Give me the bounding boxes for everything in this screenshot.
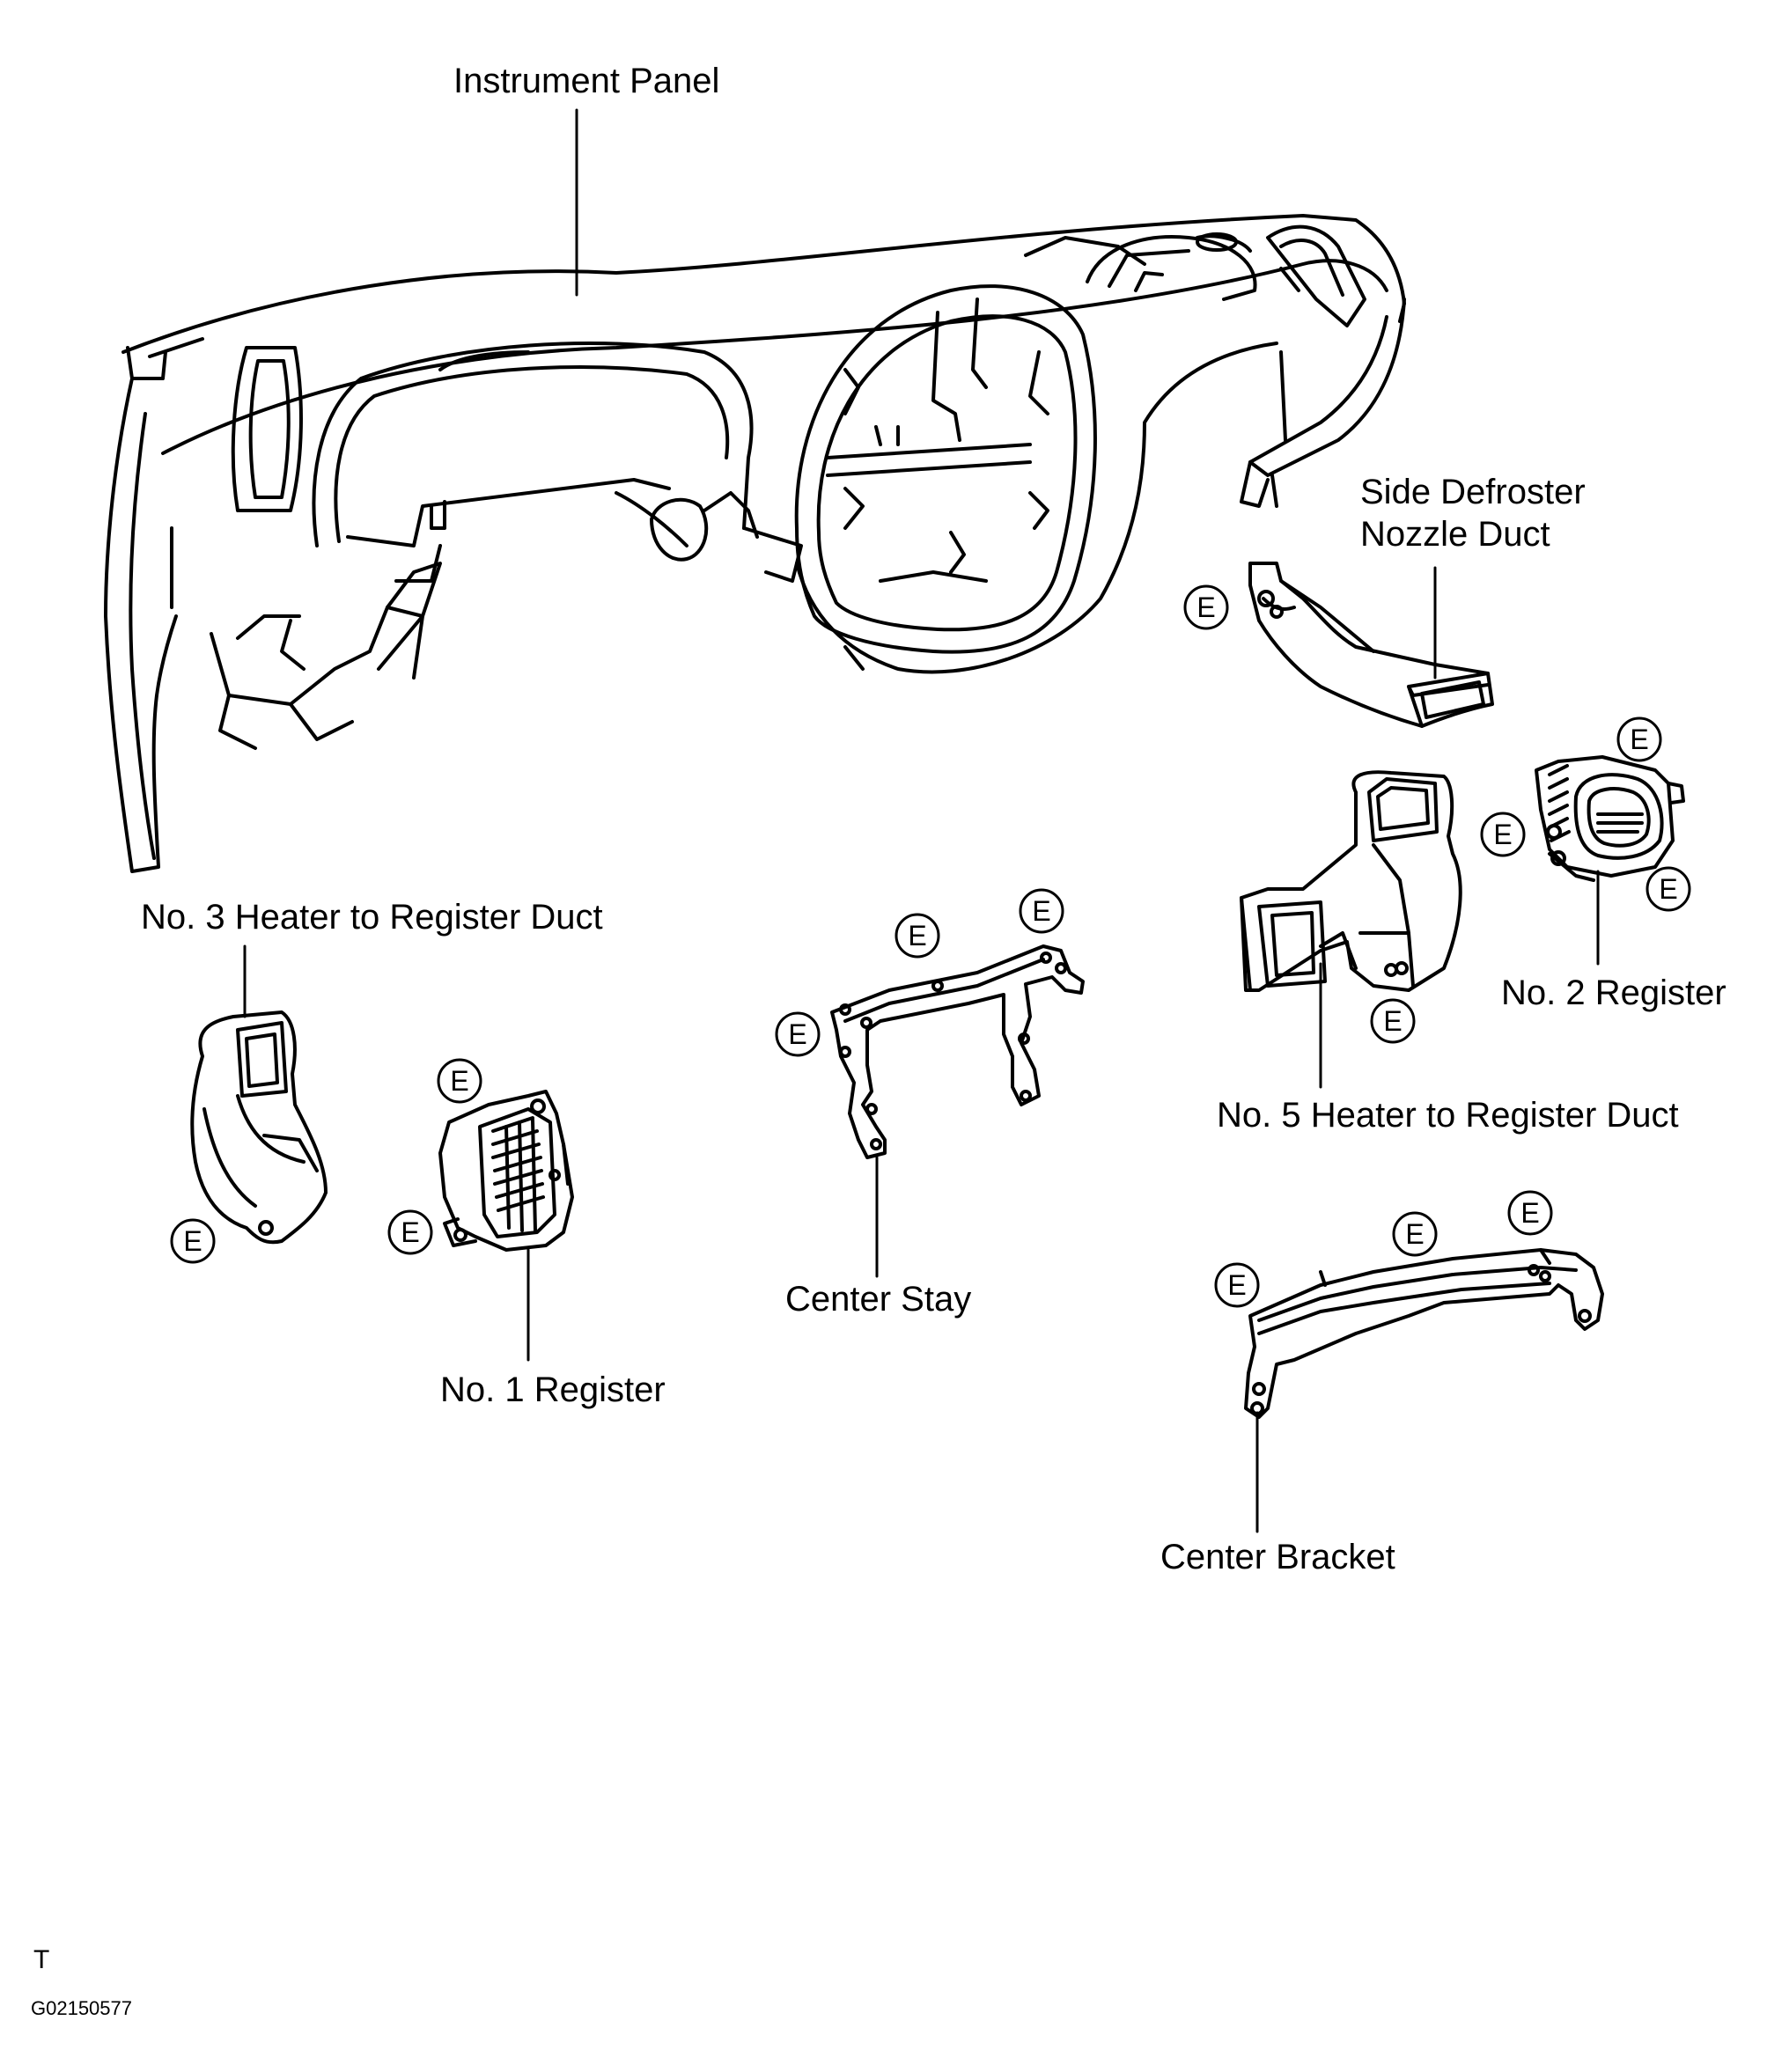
figure-id: G02150577 [31,1997,132,2019]
e-mark-center-stay-top-right: E [1019,888,1064,934]
e-mark-letter: E [1383,1005,1402,1037]
label-no3-heater-duct: No. 3 Heater to Register Duct [141,898,603,937]
no3-heater-duct-drawing [190,1010,328,1245]
e-mark-letter: E [450,1065,468,1097]
instrument-panel-drawing [104,214,1406,873]
no1-register-drawing [438,1090,574,1252]
e-mark-no2-register-left: E [1480,812,1526,857]
label-side-defroster-line2: Nozzle Duct [1360,515,1550,554]
e-mark-no2-register-top: E [1616,716,1662,762]
e-mark-letter: E [401,1216,419,1248]
e-mark-side-defroster: E [1183,584,1229,630]
e-mark-letter: E [1493,819,1512,850]
e-mark-letter: E [908,920,926,952]
label-center-stay: Center Stay [785,1280,972,1319]
e-mark-letter: E [1520,1197,1539,1229]
e-mark-letter: E [1659,873,1677,905]
label-no1-register: No. 1 Register [440,1370,666,1409]
e-mark-letter: E [183,1225,202,1257]
e-mark-center-stay-left: E [775,1011,821,1057]
center-bracket-drawing [1244,1248,1604,1419]
label-center-bracket: Center Bracket [1160,1538,1395,1576]
label-side-defroster-line1: Side Defroster [1360,473,1586,511]
label-side-defroster-nozzle-duct: Side Defroster Nozzle Duct [1360,471,1586,555]
no5-heater-duct-drawing [1240,770,1462,992]
e-mark-no5-duct: E [1370,998,1416,1044]
e-mark-letter: E [1196,591,1215,623]
e-mark-letter: E [1405,1218,1424,1250]
e-mark-no1-register-top: E [437,1058,482,1104]
e-mark-center-bracket-right: E [1507,1190,1553,1236]
side-defroster-nozzle-duct-drawing [1248,562,1494,728]
view-code: T [33,1945,50,1974]
no2-register-drawing [1535,755,1685,882]
e-mark-letter: E [1227,1269,1246,1301]
e-mark-letter: E [788,1018,806,1050]
e-mark-no3-duct: E [170,1218,216,1264]
label-instrument-panel: Instrument Panel [453,62,720,100]
e-mark-no1-register-left: E [387,1209,433,1255]
center-stay-drawing [830,944,1085,1159]
e-mark-center-stay-top-left: E [895,913,940,959]
label-no2-register: No. 2 Register [1501,974,1727,1012]
e-mark-letter: E [1032,895,1050,927]
label-no5-heater-duct: No. 5 Heater to Register Duct [1217,1096,1679,1135]
e-mark-center-bracket-left: E [1214,1262,1260,1308]
e-mark-no2-register-bottom: E [1646,866,1691,912]
e-mark-letter: E [1630,724,1648,755]
e-mark-center-bracket-mid: E [1392,1211,1438,1257]
